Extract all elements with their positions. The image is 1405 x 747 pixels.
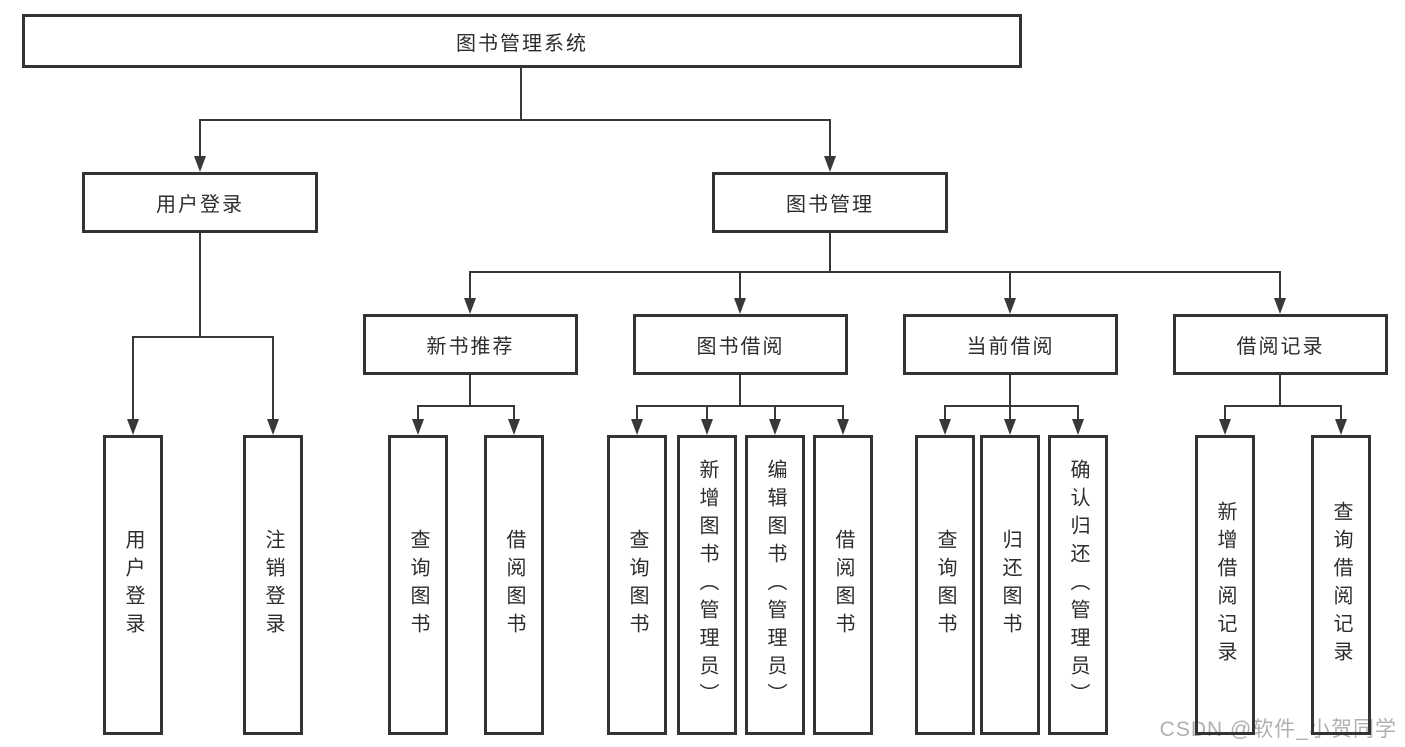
arrowhead-icon [824, 156, 836, 172]
edge-records-drop-1 [1224, 405, 1226, 419]
leaf-label: 编辑图书（管理员） [764, 459, 786, 711]
node-label: 新书推荐 [426, 336, 515, 358]
node-label: 图书借阅 [696, 336, 785, 358]
node-label: 图书管理系统 [456, 32, 588, 55]
leaf-label: 确认归还（管理员） [1067, 459, 1089, 711]
edge-root-bar [199, 119, 831, 121]
leaf-label: 查询图书 [626, 529, 648, 641]
leaf-query-books-recommend: 查询图书 [388, 435, 448, 735]
edge-root-stem [520, 67, 522, 119]
edge-bookmgmt-stem [829, 233, 831, 271]
arrowhead-icon [1335, 419, 1347, 435]
edge-recommend-stem [469, 375, 471, 405]
edge-userlogin-bar [133, 336, 274, 338]
leaf-label: 查询图书 [934, 529, 956, 641]
arrowhead-icon [194, 156, 206, 172]
arrowhead-icon [1072, 419, 1084, 435]
edge-current-drop-3 [1077, 405, 1079, 419]
arrowhead-icon [1004, 298, 1016, 314]
leaf-label: 新增借阅记录 [1214, 501, 1236, 669]
leaf-label: 借阅图书 [832, 529, 854, 641]
edge-userlogin-drop-1 [132, 336, 134, 419]
edge-borrowing-drop-2 [706, 405, 708, 419]
edge-borrowing-drop-3 [774, 405, 776, 419]
edge-current-drop-1 [944, 405, 946, 419]
node-label: 借阅记录 [1236, 336, 1325, 358]
edge-current-bar [945, 405, 1079, 407]
leaf-query-borrow-record: 查询借阅记录 [1311, 435, 1371, 735]
arrowhead-icon [127, 419, 139, 435]
edge-current-stem [1009, 375, 1011, 405]
leaf-add-borrow-record: 新增借阅记录 [1195, 435, 1255, 735]
leaf-query-books-current: 查询图书 [915, 435, 975, 735]
arrowhead-icon [1274, 298, 1286, 314]
node-library-management-system: 图书管理系统 [22, 14, 1022, 68]
leaf-confirm-return-admin: 确认归还（管理员） [1048, 435, 1108, 735]
leaf-borrow-books-recommend: 借阅图书 [484, 435, 544, 735]
edge-bookmgmt-drop-1 [469, 271, 471, 298]
node-label: 用户登录 [156, 194, 244, 216]
arrowhead-icon [412, 419, 424, 435]
arrowhead-icon [1004, 419, 1016, 435]
edge-userlogin-drop-2 [272, 336, 274, 419]
node-book-management: 图书管理 [712, 172, 948, 233]
node-new-book-recommend: 新书推荐 [363, 314, 578, 375]
edge-records-bar [1225, 405, 1342, 407]
leaf-return-books: 归还图书 [980, 435, 1040, 735]
node-current-borrowing: 当前借阅 [903, 314, 1118, 375]
arrowhead-icon [769, 419, 781, 435]
leaf-label: 查询借阅记录 [1330, 501, 1352, 669]
watermark: CSDN @软件_小贺同学 [1159, 718, 1397, 741]
edge-borrowing-drop-4 [842, 405, 844, 419]
arrowhead-icon [734, 298, 746, 314]
leaf-label: 注销登录 [262, 529, 284, 641]
leaf-label: 借阅图书 [503, 529, 525, 641]
arrowhead-icon [267, 419, 279, 435]
arrowhead-icon [939, 419, 951, 435]
arrowhead-icon [1219, 419, 1231, 435]
leaf-label: 查询图书 [407, 529, 429, 641]
edge-borrowing-stem [739, 375, 741, 405]
edge-borrowing-bar [637, 405, 844, 407]
arrowhead-icon [701, 419, 713, 435]
leaf-edit-books-admin: 编辑图书（管理员） [745, 435, 805, 735]
edge-bookmgmt-drop-3 [1009, 271, 1011, 298]
leaf-label: 新增图书（管理员） [696, 459, 718, 711]
node-user-login: 用户登录 [82, 172, 318, 233]
arrowhead-icon [464, 298, 476, 314]
node-label: 当前借阅 [966, 336, 1055, 358]
edge-current-drop-2 [1009, 405, 1011, 419]
edge-bookmgmt-bar [470, 271, 1281, 273]
edge-root-drop-right [829, 119, 831, 157]
edge-borrowing-drop-1 [636, 405, 638, 419]
edge-bookmgmt-drop-2 [739, 271, 741, 298]
edge-userlogin-stem [199, 233, 201, 336]
edge-recommend-drop-2 [513, 405, 515, 419]
leaf-user-login: 用户登录 [103, 435, 163, 735]
leaf-query-books-borrowing: 查询图书 [607, 435, 667, 735]
edge-recommend-bar [418, 405, 515, 407]
arrowhead-icon [837, 419, 849, 435]
edge-root-drop-left [199, 119, 201, 157]
edge-bookmgmt-drop-4 [1279, 271, 1281, 298]
edge-recommend-drop-1 [417, 405, 419, 419]
leaf-add-books-admin: 新增图书（管理员） [677, 435, 737, 735]
leaf-label: 归还图书 [999, 529, 1021, 641]
arrowhead-icon [508, 419, 520, 435]
node-book-borrowing: 图书借阅 [633, 314, 848, 375]
edge-records-stem [1279, 375, 1281, 405]
leaf-logout: 注销登录 [243, 435, 303, 735]
edge-records-drop-2 [1340, 405, 1342, 419]
leaf-label: 用户登录 [122, 529, 144, 641]
arrowhead-icon [631, 419, 643, 435]
leaf-borrow-books: 借阅图书 [813, 435, 873, 735]
node-label: 图书管理 [786, 194, 874, 216]
node-borrow-records: 借阅记录 [1173, 314, 1388, 375]
